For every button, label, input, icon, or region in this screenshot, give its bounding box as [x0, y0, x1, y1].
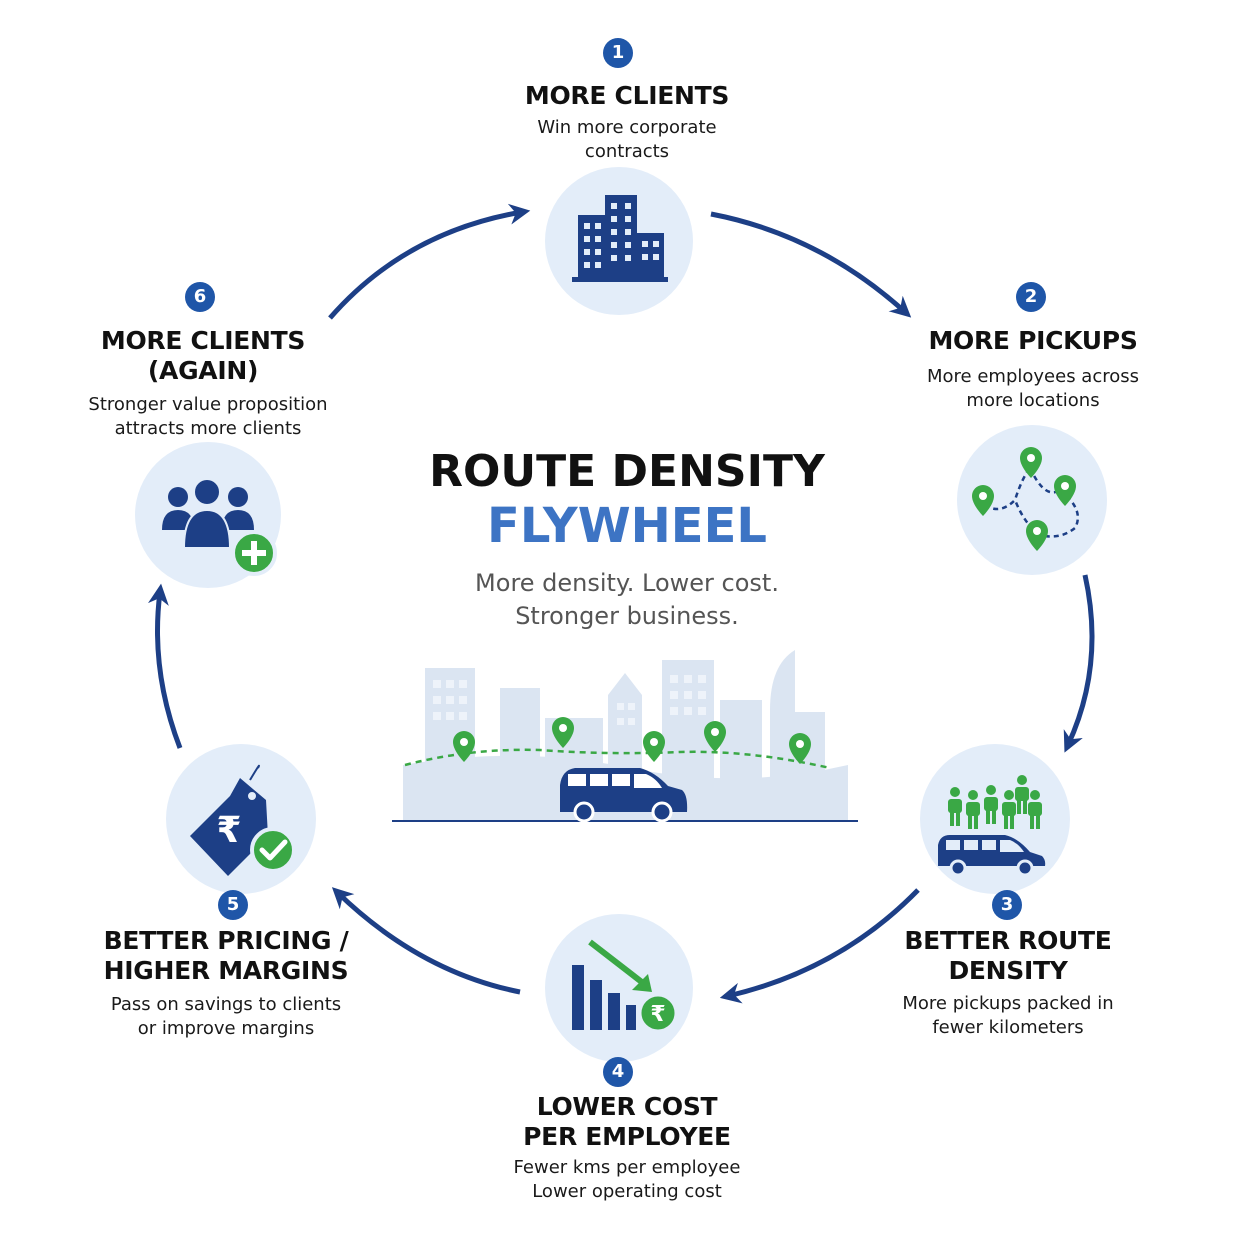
- center-title-line2: FLYWHEEL: [487, 498, 767, 554]
- step-2-desc-line1: More employees across: [927, 366, 1139, 387]
- step-2-badge: 2: [1016, 282, 1046, 312]
- step-4-desc-line1: Fewer kms per employee: [513, 1157, 741, 1178]
- arrow-2-to-3: [1063, 574, 1095, 753]
- step-1-badge: 1: [603, 38, 633, 68]
- step-3-badge: 3: [992, 890, 1022, 920]
- step-4-desc: Fewer kms per employee Lower operating c…: [457, 1156, 797, 1204]
- step-3-title-line1: BETTER ROUTE: [904, 926, 1112, 955]
- step-2-title: MORE PICKUPS: [928, 326, 1138, 355]
- step-4-circle: [545, 914, 693, 1062]
- step-3-desc-line2: fewer kilometers: [932, 1017, 1084, 1038]
- arrow-5-to-6: [147, 583, 183, 749]
- step-5-circle: [166, 744, 316, 894]
- step-1-desc-line2: contracts: [584, 141, 670, 162]
- arrow-3-to-4: [719, 888, 920, 1004]
- step-2-desc: More employees across more locations: [873, 365, 1193, 413]
- step-6-desc: Stronger value proposition attracts more…: [43, 393, 373, 441]
- step-6-title-line2: (AGAIN): [147, 356, 259, 385]
- step-6-badge: 6: [185, 282, 215, 312]
- step-3-desc: More pickups packed in fewer kilometers: [848, 992, 1168, 1040]
- step-5-desc-line1: Pass on savings to clients: [110, 994, 342, 1015]
- step-4-badge: 4: [603, 1057, 633, 1087]
- step-2-circle: [957, 425, 1107, 575]
- center-subtitle-line1: More density. Lower cost.: [475, 569, 779, 597]
- step-5-desc: Pass on savings to clients or improve ma…: [66, 993, 386, 1041]
- step-1-title: MORE CLIENTS: [524, 81, 730, 110]
- step-6-desc-line2: attracts more clients: [114, 418, 302, 439]
- step-5-desc-line2: or improve margins: [137, 1018, 315, 1039]
- step-6-desc-line1: Stronger value proposition: [88, 394, 328, 415]
- step-3-desc-line1: More pickups packed in: [902, 993, 1114, 1014]
- step-4-desc-line2: Lower operating cost: [532, 1181, 722, 1202]
- arrow-4-to-5: [331, 887, 521, 995]
- step-5-badge: 5: [218, 890, 248, 920]
- step-1-desc: Win more corporate contracts: [467, 116, 787, 164]
- step-4-title: LOWER COST PER EMPLOYEE: [467, 1092, 787, 1152]
- arrow-1-to-2: [710, 211, 912, 318]
- step-6-circle: [135, 442, 281, 588]
- step-1-desc-line1: Win more corporate: [537, 117, 717, 138]
- center-subtitle: More density. Lower cost. Stronger busin…: [377, 567, 877, 633]
- step-1-circle: [545, 167, 693, 315]
- step-4-title-line1: LOWER COST: [536, 1092, 718, 1121]
- step-6-title-line1: MORE CLIENTS: [100, 326, 306, 355]
- step-3-title: BETTER ROUTE DENSITY: [858, 926, 1158, 986]
- center-subtitle-line2: Stronger business.: [515, 602, 739, 630]
- step-6-title: MORE CLIENTS (AGAIN): [53, 326, 353, 386]
- step-5-title: BETTER PRICING / HIGHER MARGINS: [76, 926, 376, 986]
- arrow-6-to-1: [328, 203, 531, 320]
- step-4-title-line2: PER EMPLOYEE: [523, 1122, 731, 1151]
- center-title-line1: ROUTE DENSITY: [429, 446, 825, 497]
- step-3-circle: [920, 744, 1070, 894]
- step-3-title-line2: DENSITY: [948, 956, 1068, 985]
- step-5-title-line1: BETTER PRICING /: [103, 926, 349, 955]
- step-5-title-line2: HIGHER MARGINS: [103, 956, 349, 985]
- step-2-desc-line2: more locations: [966, 390, 1100, 411]
